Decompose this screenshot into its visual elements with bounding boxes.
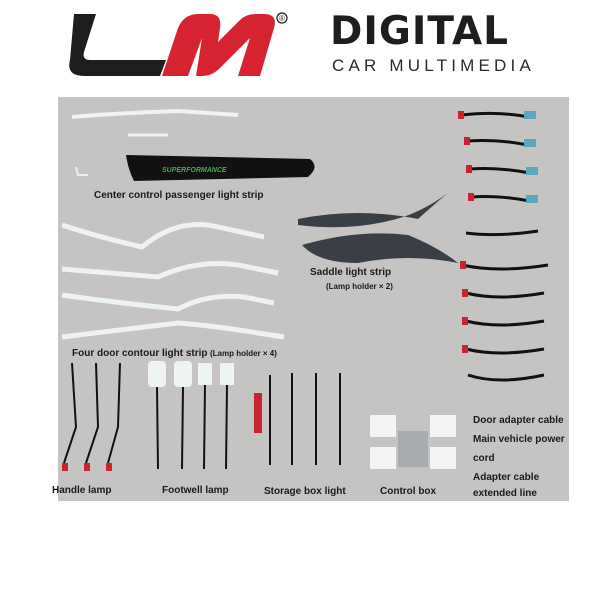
registered-mark: ® <box>279 14 285 23</box>
red-tube <box>254 393 262 433</box>
caption-saddle-strip: Saddle light strip <box>310 267 392 278</box>
door-strip <box>61 292 275 312</box>
saddle-strip <box>302 233 458 263</box>
storage-box-lights <box>269 373 341 465</box>
door-strip <box>61 261 279 280</box>
caption-cord: cord <box>473 453 495 464</box>
center-strip-black <box>126 155 315 181</box>
control-box <box>370 415 456 469</box>
caption-saddle-holder: (Lamp holder × 2) <box>326 282 393 291</box>
center-strip-piece <box>71 108 239 119</box>
caption-footwell-lamp: Footwell lamp <box>162 485 229 496</box>
caption-center-strip: Center control passenger light strip <box>94 190 264 201</box>
strip-print: SUPERFORMANCE <box>162 167 227 174</box>
handle-lamps <box>63 362 121 464</box>
brand-subtitle: CAR MULTIMEDIA <box>332 56 535 75</box>
cable-connectors <box>458 111 474 353</box>
caption-door-adapter: Door adapter cable <box>473 415 564 426</box>
cable-column <box>461 111 549 382</box>
door-strip <box>61 222 265 250</box>
product-photo: SUPERFORMANCE <box>52 97 569 501</box>
caption-extended-line: extended line <box>473 488 537 499</box>
product-illustration: SUPERFORMANCE <box>61 108 549 471</box>
caption-main-power: Main vehicle power <box>473 434 565 445</box>
caption-four-door-holder: (Lamp holder × 4) <box>210 349 277 358</box>
saddle-strip <box>298 193 448 228</box>
center-strip-wire <box>75 166 88 176</box>
blue-connectors <box>524 111 538 203</box>
handle-lamp-tips <box>62 463 112 471</box>
brand-title: DIGITAL <box>330 9 510 54</box>
caption-adapter-cable: Adapter cable <box>473 472 540 483</box>
caption-control-box: Control box <box>380 486 437 497</box>
door-strip <box>61 320 285 340</box>
lm-logo-icon: ® <box>69 12 288 76</box>
caption-four-door: Four door contour light strip <box>72 348 208 359</box>
brand-header: ® DIGITAL CAR MULTIMEDIA <box>0 0 600 95</box>
caption-storage-box: Storage box light <box>264 486 346 497</box>
caption-handle-lamp: Handle lamp <box>52 485 112 496</box>
footwell-lamps <box>148 361 234 470</box>
